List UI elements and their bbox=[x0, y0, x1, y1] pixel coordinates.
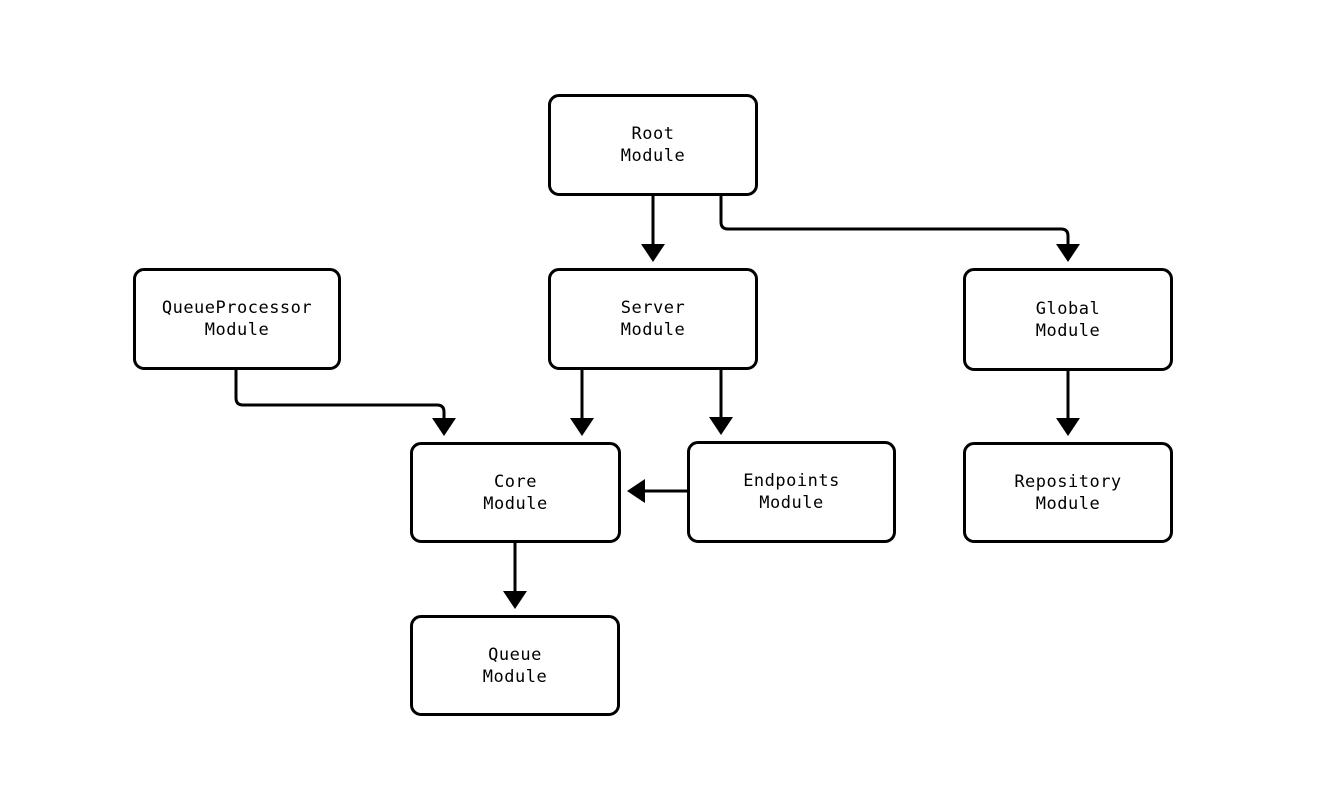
node-label-line1: Endpoints bbox=[743, 471, 840, 491]
node-label-line2: Module bbox=[1035, 320, 1101, 341]
node-queueprocessor-module[interactable]: QueueProcessor Module bbox=[133, 268, 341, 370]
edge-root-to-global bbox=[719, 196, 1080, 262]
edge-root-to-server bbox=[641, 196, 665, 262]
node-label-line2: Module bbox=[620, 146, 686, 166]
edge-global-to-repository bbox=[1056, 371, 1080, 436]
node-label-line1: Queue bbox=[488, 644, 542, 665]
node-core-module[interactable]: Core Module bbox=[410, 442, 621, 543]
edge-core-to-queue bbox=[503, 543, 527, 609]
node-label-line2: Module bbox=[759, 493, 824, 513]
edge-server-to-endpoints bbox=[709, 370, 733, 435]
node-label-line1: Global bbox=[1035, 298, 1101, 319]
node-repository-module[interactable]: Repository Module bbox=[963, 442, 1173, 543]
node-server-module[interactable]: Server Module bbox=[548, 268, 758, 370]
node-global-module[interactable]: Global Module bbox=[963, 268, 1173, 371]
node-label-line1: Core bbox=[494, 471, 537, 492]
node-label-line2: Module bbox=[204, 320, 270, 340]
node-label-line1: Repository bbox=[1014, 471, 1122, 492]
edge-queueprocessor-to-core bbox=[234, 370, 456, 436]
node-label-line2: Module bbox=[620, 320, 686, 340]
node-root-module[interactable]: Root Module bbox=[548, 94, 758, 196]
node-queue-module[interactable]: Queue Module bbox=[410, 615, 620, 716]
node-label-line1: Server bbox=[620, 298, 686, 318]
edge-endpoints-to-core bbox=[627, 479, 687, 503]
node-label-line1: QueueProcessor bbox=[161, 298, 313, 318]
edge-server-to-core bbox=[570, 370, 594, 436]
node-label-line2: Module bbox=[482, 666, 548, 687]
node-label-line1: Root bbox=[631, 124, 675, 144]
node-label-line2: Module bbox=[483, 493, 548, 514]
node-endpoints-module[interactable]: Endpoints Module bbox=[687, 441, 896, 543]
node-label-line2: Module bbox=[1035, 493, 1101, 514]
